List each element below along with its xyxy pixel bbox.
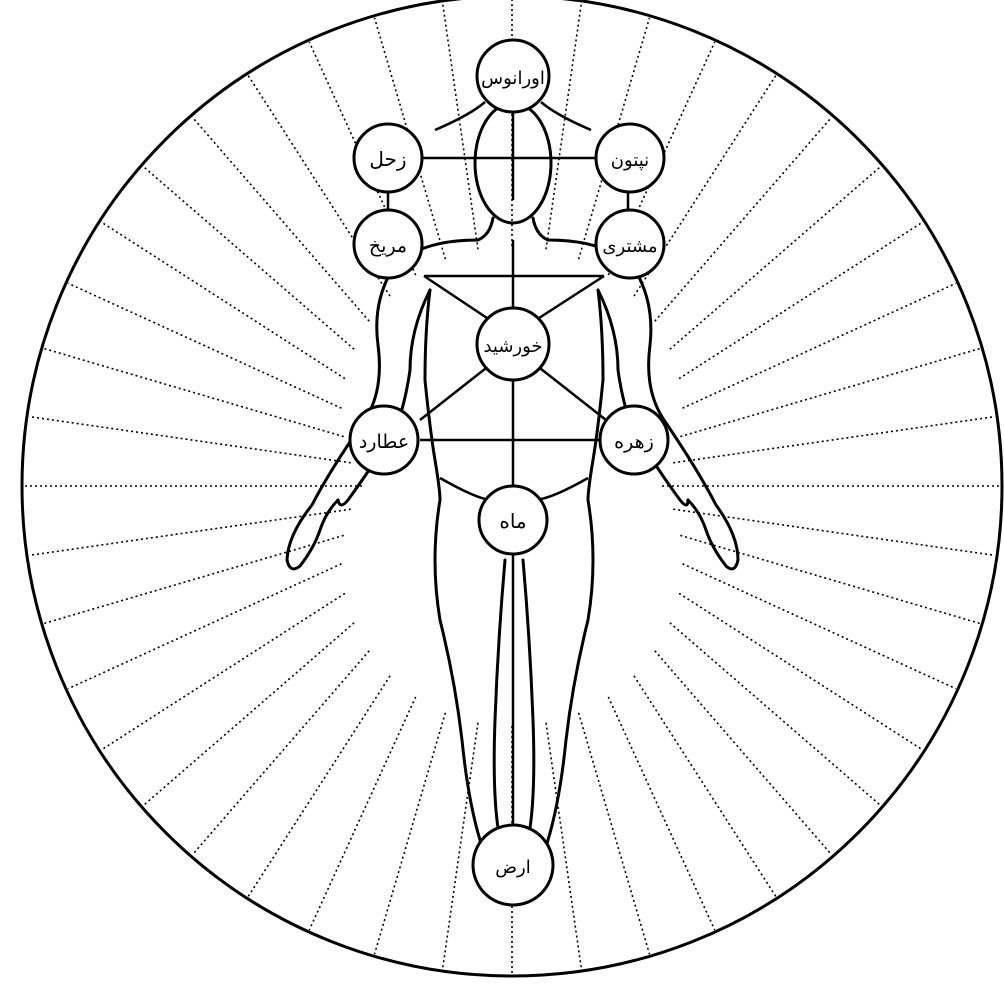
node-label-jupiter: مشتری bbox=[602, 236, 657, 257]
ray-line bbox=[673, 417, 995, 463]
torso-right bbox=[588, 290, 603, 500]
node-label-mercury: عطارد bbox=[359, 431, 409, 453]
ray-line bbox=[679, 222, 922, 378]
ray-line bbox=[143, 166, 354, 349]
ray-line bbox=[44, 535, 344, 623]
ray-line bbox=[608, 697, 714, 930]
ray-line bbox=[655, 117, 832, 321]
ray-line bbox=[192, 651, 369, 855]
node-label-saturn: زحل bbox=[369, 147, 406, 171]
node-venus: زهره bbox=[600, 406, 668, 474]
ray-line bbox=[670, 623, 881, 806]
node-label-sun: خورشید bbox=[483, 336, 542, 357]
ray-line bbox=[192, 117, 369, 321]
node-neptune: نپتون bbox=[596, 124, 664, 192]
ray-line bbox=[679, 593, 922, 749]
left-leg-inner bbox=[494, 560, 505, 840]
ray-line bbox=[102, 593, 345, 749]
ray-line bbox=[546, 3, 581, 249]
ray-line bbox=[143, 623, 354, 806]
ray-line bbox=[670, 166, 881, 349]
torso-left bbox=[425, 290, 440, 500]
ray-line bbox=[443, 723, 478, 969]
node-mercury: عطارد bbox=[350, 406, 418, 474]
node-label-uranus: اورانوس bbox=[481, 68, 545, 89]
node-label-earth: ارض bbox=[495, 857, 530, 878]
node-uranus: اورانوس bbox=[477, 40, 549, 112]
ray-line bbox=[579, 713, 650, 954]
neck bbox=[478, 218, 548, 240]
node-label-mars: مریخ bbox=[369, 235, 407, 257]
node-sun: خورشید bbox=[477, 308, 549, 380]
ray-line bbox=[375, 713, 446, 954]
right-leg-outer bbox=[546, 500, 593, 870]
node-jupiter: مشتری bbox=[596, 210, 664, 278]
node-label-venus: زهره bbox=[614, 431, 654, 453]
ray-line bbox=[443, 3, 478, 249]
ray-line bbox=[29, 417, 351, 463]
planet-nodes: اورانوس زحل نپتون مریخ مشتری خورشید عطار… bbox=[350, 40, 668, 905]
node-saturn: زحل bbox=[354, 124, 422, 192]
left-leg-outer bbox=[435, 500, 482, 870]
node-label-moon: ماه bbox=[499, 509, 526, 533]
ray-line bbox=[309, 697, 415, 930]
ray-line bbox=[44, 349, 344, 437]
node-mars: مریخ bbox=[354, 210, 422, 278]
node-moon: ماه bbox=[479, 486, 547, 554]
ray-line bbox=[680, 349, 980, 437]
ray-line bbox=[680, 535, 980, 623]
node-earth: ارض bbox=[473, 825, 553, 905]
ray-line bbox=[655, 651, 832, 855]
right-leg-inner bbox=[523, 560, 534, 840]
ray-line bbox=[102, 222, 345, 378]
node-label-neptune: نپتون bbox=[611, 150, 649, 171]
ray-line bbox=[673, 509, 995, 555]
